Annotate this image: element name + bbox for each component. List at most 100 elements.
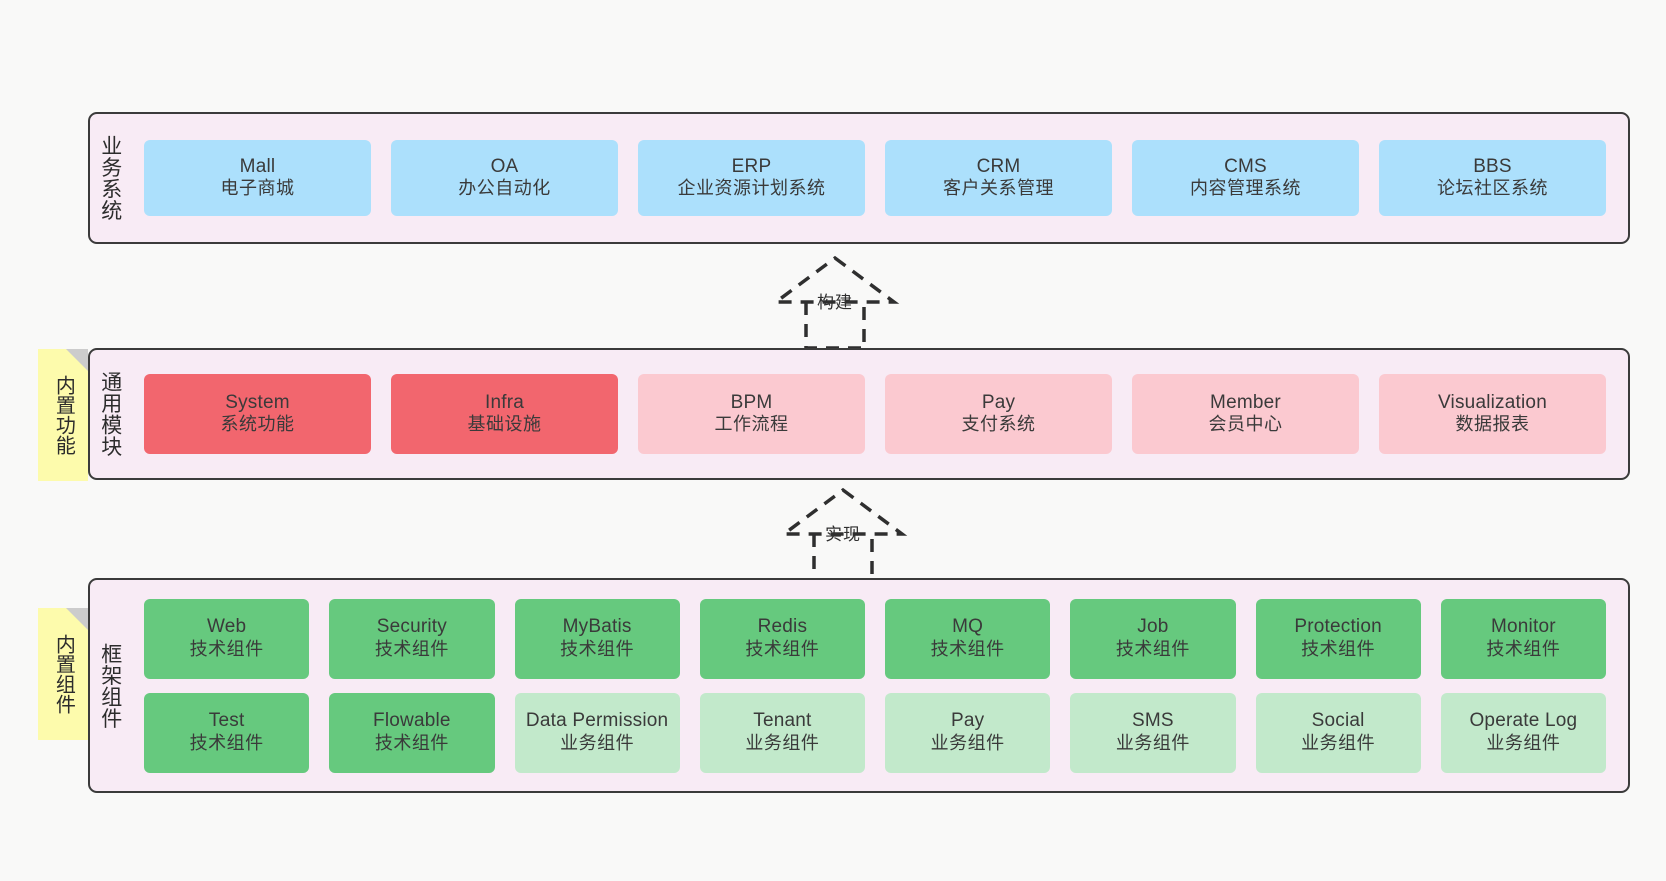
note-builtin-components: 内置组件: [38, 608, 88, 740]
card-cms[interactable]: CMS 内容管理系统: [1132, 140, 1359, 216]
card-title: Pay: [981, 391, 1016, 413]
card-title: Data Permission: [525, 710, 669, 732]
card-title: Redis: [757, 616, 808, 638]
card-subtitle: 业务组件: [1486, 732, 1561, 753]
card-oa[interactable]: OA 办公自动化: [391, 140, 618, 216]
panel-common-modules: 通用模块 System 系统功能 Infra 基础设施 BPM 工作流程 Pay…: [88, 348, 1630, 480]
card-mybatis[interactable]: MyBatis 技术组件: [514, 598, 680, 679]
note-label: 内置功能: [52, 375, 75, 455]
card-infra[interactable]: Infra 基础设施: [391, 374, 618, 454]
card-title: Monitor: [1490, 616, 1556, 638]
card-social[interactable]: Social 业务组件: [1255, 692, 1421, 773]
card-mall[interactable]: Mall 电子商城: [144, 140, 371, 216]
row-label-common-modules: 通用模块: [98, 371, 122, 457]
panel-framework-components: 框架组件 Web 技术组件 Security 技术组件 MyBatis 技术组件…: [88, 578, 1630, 793]
connector-implement: 实现: [768, 484, 918, 584]
card-subtitle: 支付系统: [961, 414, 1036, 435]
card-subtitle: 基础设施: [467, 414, 542, 435]
card-bbs[interactable]: BBS 论坛社区系统: [1379, 140, 1606, 216]
card-title: Visualization: [1438, 391, 1547, 413]
card-title: BBS: [1473, 155, 1512, 177]
card-subtitle: 电子商城: [220, 178, 295, 199]
card-subtitle: 技术组件: [374, 638, 449, 659]
card-mq[interactable]: MQ 技术组件: [885, 598, 1051, 679]
card-subtitle: 办公自动化: [458, 178, 551, 199]
card-subtitle: 业务组件: [1301, 732, 1376, 753]
card-title: SMS: [1131, 710, 1174, 732]
card-title: Member: [1210, 391, 1281, 413]
card-title: OA: [490, 155, 519, 177]
framework-row-technical: Web 技术组件 Security 技术组件 MyBatis 技术组件 Redi…: [134, 598, 1616, 679]
card-operate-log[interactable]: Operate Log 业务组件: [1440, 692, 1606, 773]
card-subtitle: 技术组件: [189, 638, 264, 659]
card-subtitle: 技术组件: [374, 732, 449, 753]
card-title: Web: [206, 616, 247, 638]
card-sms[interactable]: SMS 业务组件: [1070, 692, 1236, 773]
card-subtitle: 技术组件: [1486, 638, 1561, 659]
dashed-generalization-arrow-icon: [770, 255, 900, 350]
card-security[interactable]: Security 技术组件: [329, 598, 495, 679]
card-title: Social: [1311, 710, 1365, 732]
panel-business-systems: 业务系统 Mall 电子商城 OA 办公自动化 ERP 企业资源计划系统 CRM…: [88, 112, 1630, 244]
card-protection[interactable]: Protection 技术组件: [1255, 598, 1421, 679]
card-web[interactable]: Web 技术组件: [144, 598, 310, 679]
card-subtitle: 数据报表: [1455, 414, 1530, 435]
card-subtitle: 工作流程: [714, 414, 789, 435]
card-subtitle: 技术组件: [1301, 638, 1376, 659]
card-pay-module[interactable]: Pay 支付系统: [885, 374, 1112, 454]
card-title: System: [225, 391, 290, 413]
card-pay-component[interactable]: Pay 业务组件: [885, 692, 1051, 773]
card-subtitle: 会员中心: [1208, 414, 1283, 435]
card-member[interactable]: Member 会员中心: [1132, 374, 1359, 454]
card-title: BPM: [730, 391, 773, 413]
card-title: Infra: [484, 391, 525, 413]
card-title: Job: [1137, 616, 1169, 638]
card-monitor[interactable]: Monitor 技术组件: [1440, 598, 1606, 679]
card-subtitle: 业务组件: [1115, 732, 1190, 753]
card-title: CMS: [1224, 155, 1267, 177]
card-job[interactable]: Job 技术组件: [1070, 598, 1236, 679]
card-title: MyBatis: [562, 616, 632, 638]
card-visualization[interactable]: Visualization 数据报表: [1379, 374, 1606, 454]
card-subtitle: 系统功能: [220, 414, 295, 435]
dashed-generalization-arrow-icon: [778, 487, 908, 582]
card-title: Security: [376, 616, 447, 638]
card-data-permission[interactable]: Data Permission 业务组件: [514, 692, 680, 773]
card-erp[interactable]: ERP 企业资源计划系统: [638, 140, 865, 216]
card-subtitle: 业务组件: [745, 732, 820, 753]
framework-card-grid: Web 技术组件 Security 技术组件 MyBatis 技术组件 Redi…: [130, 580, 1628, 791]
card-title: Operate Log: [1469, 710, 1578, 732]
card-subtitle: 技术组件: [745, 638, 820, 659]
modules-card-list: System 系统功能 Infra 基础设施 BPM 工作流程 Pay 支付系统…: [130, 350, 1628, 478]
card-title: Protection: [1294, 616, 1382, 638]
card-title: Tenant: [753, 710, 812, 732]
card-bpm[interactable]: BPM 工作流程: [638, 374, 865, 454]
card-title: Flowable: [373, 710, 451, 732]
card-title: CRM: [976, 155, 1021, 177]
card-subtitle: 业务组件: [560, 732, 635, 753]
card-test[interactable]: Test 技术组件: [144, 692, 310, 773]
card-subtitle: 技术组件: [930, 638, 1005, 659]
card-subtitle: 技术组件: [189, 732, 264, 753]
card-crm[interactable]: CRM 客户关系管理: [885, 140, 1112, 216]
card-subtitle: 技术组件: [560, 638, 635, 659]
card-title: MQ: [952, 616, 984, 638]
row-label-business-systems: 业务系统: [98, 135, 122, 221]
card-redis[interactable]: Redis 技术组件: [699, 598, 865, 679]
card-subtitle: 业务组件: [930, 732, 1005, 753]
row-label-framework-components: 框架组件: [98, 642, 122, 729]
card-subtitle: 客户关系管理: [943, 178, 1054, 199]
connector-build: 构建: [760, 252, 910, 352]
card-tenant[interactable]: Tenant 业务组件: [699, 692, 865, 773]
card-subtitle: 论坛社区系统: [1437, 178, 1548, 199]
card-system[interactable]: System 系统功能: [144, 374, 371, 454]
card-subtitle: 企业资源计划系统: [677, 178, 826, 199]
card-flowable[interactable]: Flowable 技术组件: [329, 692, 495, 773]
note-label: 内置组件: [52, 634, 75, 714]
framework-row-business: Test 技术组件 Flowable 技术组件 Data Permission …: [134, 692, 1616, 773]
card-title: ERP: [731, 155, 772, 177]
card-title: Test: [208, 710, 245, 732]
card-subtitle: 技术组件: [1115, 638, 1190, 659]
card-subtitle: 内容管理系统: [1190, 178, 1301, 199]
